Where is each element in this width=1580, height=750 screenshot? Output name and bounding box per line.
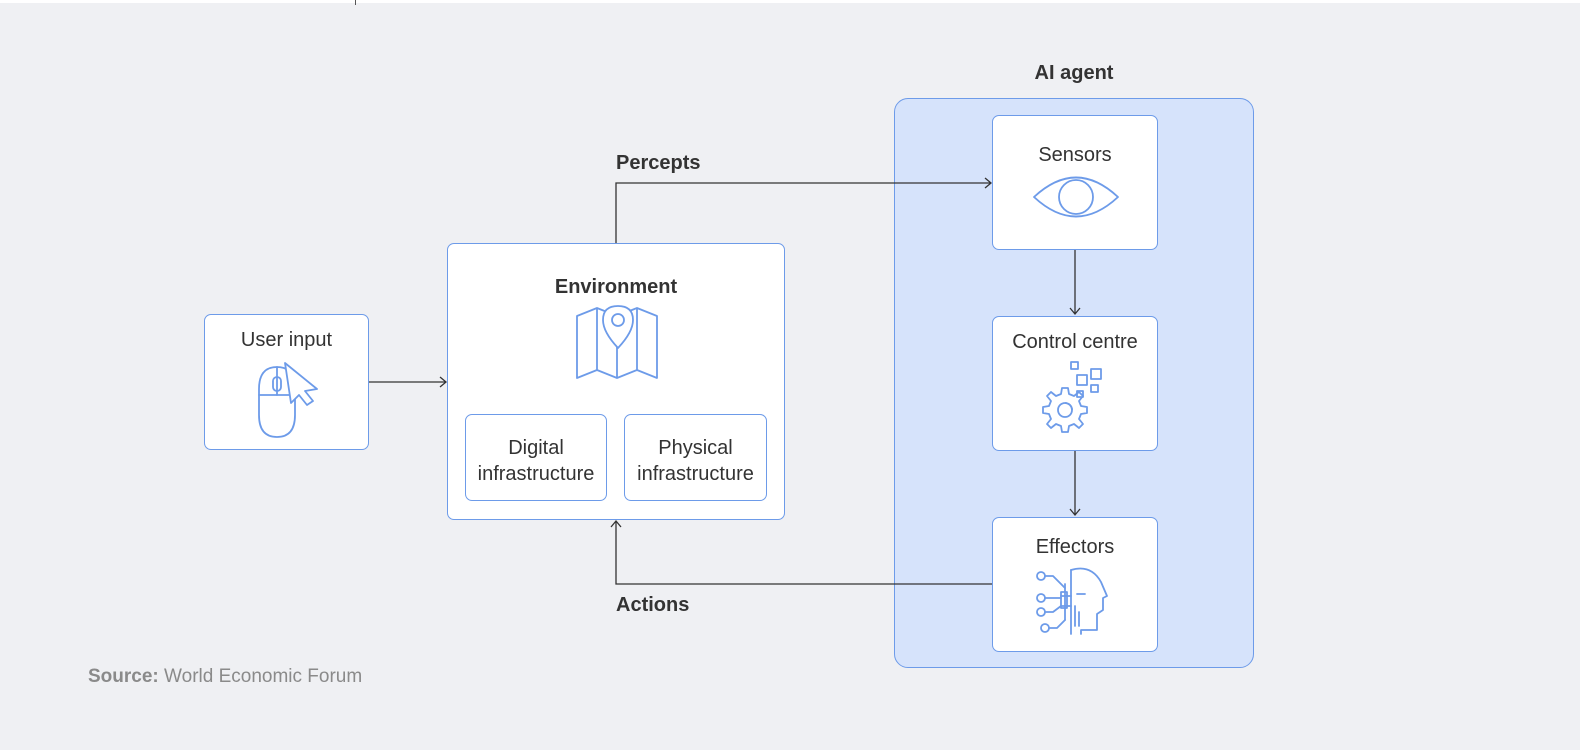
source-text: World Economic Forum xyxy=(164,666,363,687)
physical-infrastructure-node: Physical infrastructure xyxy=(624,414,767,501)
control-centre-label: Control centre xyxy=(1012,331,1138,353)
edge-actions xyxy=(615,521,993,585)
environment-label: Environment xyxy=(554,276,678,298)
effectors-node: Effectors xyxy=(992,517,1158,652)
effectors-label: Effectors xyxy=(1035,536,1115,558)
edge-control-to-effectors-arrow xyxy=(1069,508,1081,517)
percepts-label: Percepts xyxy=(616,152,701,174)
agent-group-title: AI agent xyxy=(1034,62,1114,84)
user-input-node: User input xyxy=(204,314,369,450)
sensors-label: Sensors xyxy=(1038,144,1112,166)
edge-percepts xyxy=(615,182,991,243)
environment-node: Environment Digital infrastructure Physi… xyxy=(447,243,785,520)
sensors-node: Sensors xyxy=(992,115,1158,250)
edge-percepts-arrow xyxy=(984,177,993,189)
edge-actions-arrow xyxy=(610,519,622,528)
eye-icon xyxy=(1033,176,1119,218)
physical-infrastructure-line1: Physical xyxy=(658,437,733,459)
digital-infrastructure-line2: infrastructure xyxy=(477,463,595,485)
digital-infrastructure-node: Digital infrastructure xyxy=(465,414,607,501)
user-input-label: User input xyxy=(240,329,333,351)
edge-sensors-to-control-arrow xyxy=(1069,307,1081,316)
digital-infrastructure-line1: Digital xyxy=(508,437,564,459)
map-pin-icon xyxy=(576,305,658,379)
ai-head-icon xyxy=(1036,567,1108,635)
mouse-cursor-icon xyxy=(258,362,318,438)
control-centre-node: Control centre xyxy=(992,316,1158,451)
actions-label: Actions xyxy=(616,594,690,616)
source-note: Source: World Economic Forum xyxy=(88,666,362,688)
top-tick-mark xyxy=(355,0,356,5)
edge-user-to-environment-arrow xyxy=(439,376,448,388)
physical-infrastructure-line2: infrastructure xyxy=(637,463,754,485)
source-prefix: Source: xyxy=(88,666,159,687)
gear-icon xyxy=(1042,361,1102,433)
top-border xyxy=(0,0,1580,3)
